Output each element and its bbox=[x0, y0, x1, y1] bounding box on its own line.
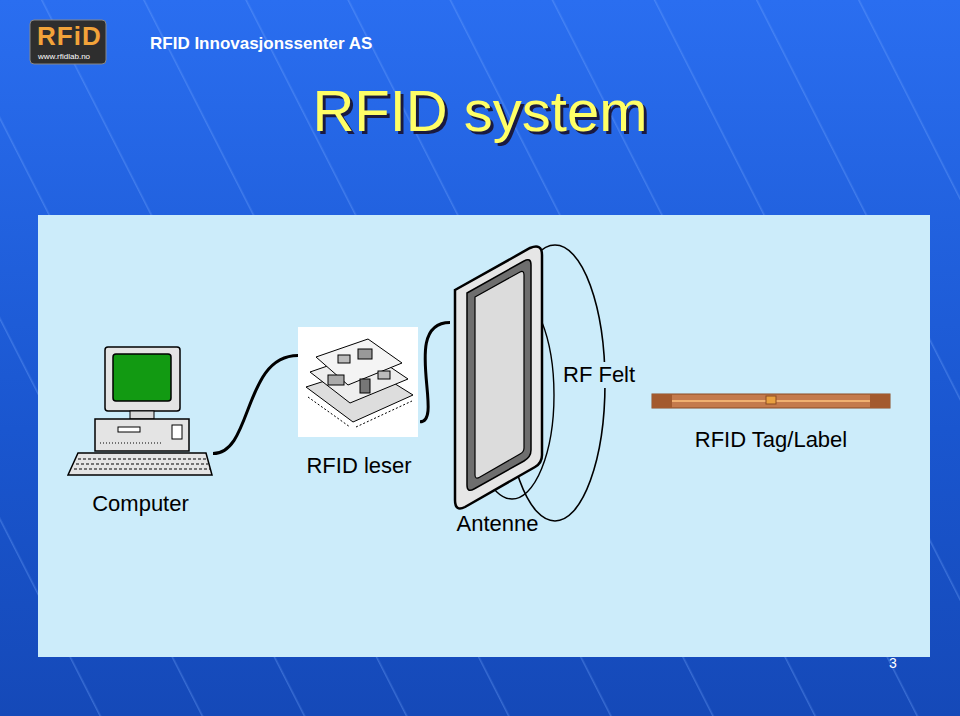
slide-label: RFID Innovasjonssenter AS bbox=[150, 34, 372, 54]
cable bbox=[420, 322, 450, 421]
slide-label: RFiD bbox=[37, 21, 102, 52]
node-icon bbox=[68, 345, 213, 477]
node-label: Antenne bbox=[457, 511, 539, 537]
node-icon bbox=[298, 327, 420, 437]
node-label: Computer bbox=[92, 491, 189, 517]
node-label: RFID leser bbox=[306, 453, 411, 479]
logo-box bbox=[30, 20, 106, 64]
node-label: RFID Tag/Label bbox=[695, 427, 847, 453]
slide-label: www.rfidlab.no bbox=[38, 52, 90, 61]
node-icon bbox=[450, 245, 545, 510]
slide-label: RF Felt bbox=[561, 362, 637, 388]
diagram-node: RFID leser bbox=[298, 327, 420, 485]
slide-label: 3 bbox=[889, 655, 897, 671]
slide-title: RFID system bbox=[0, 78, 960, 144]
diagram-node: Computer bbox=[68, 345, 213, 523]
cable bbox=[213, 355, 298, 453]
node-icon bbox=[652, 390, 890, 412]
diagram-node: RFID Tag/Label bbox=[652, 390, 890, 459]
diagram-node: Antenne bbox=[450, 245, 545, 543]
